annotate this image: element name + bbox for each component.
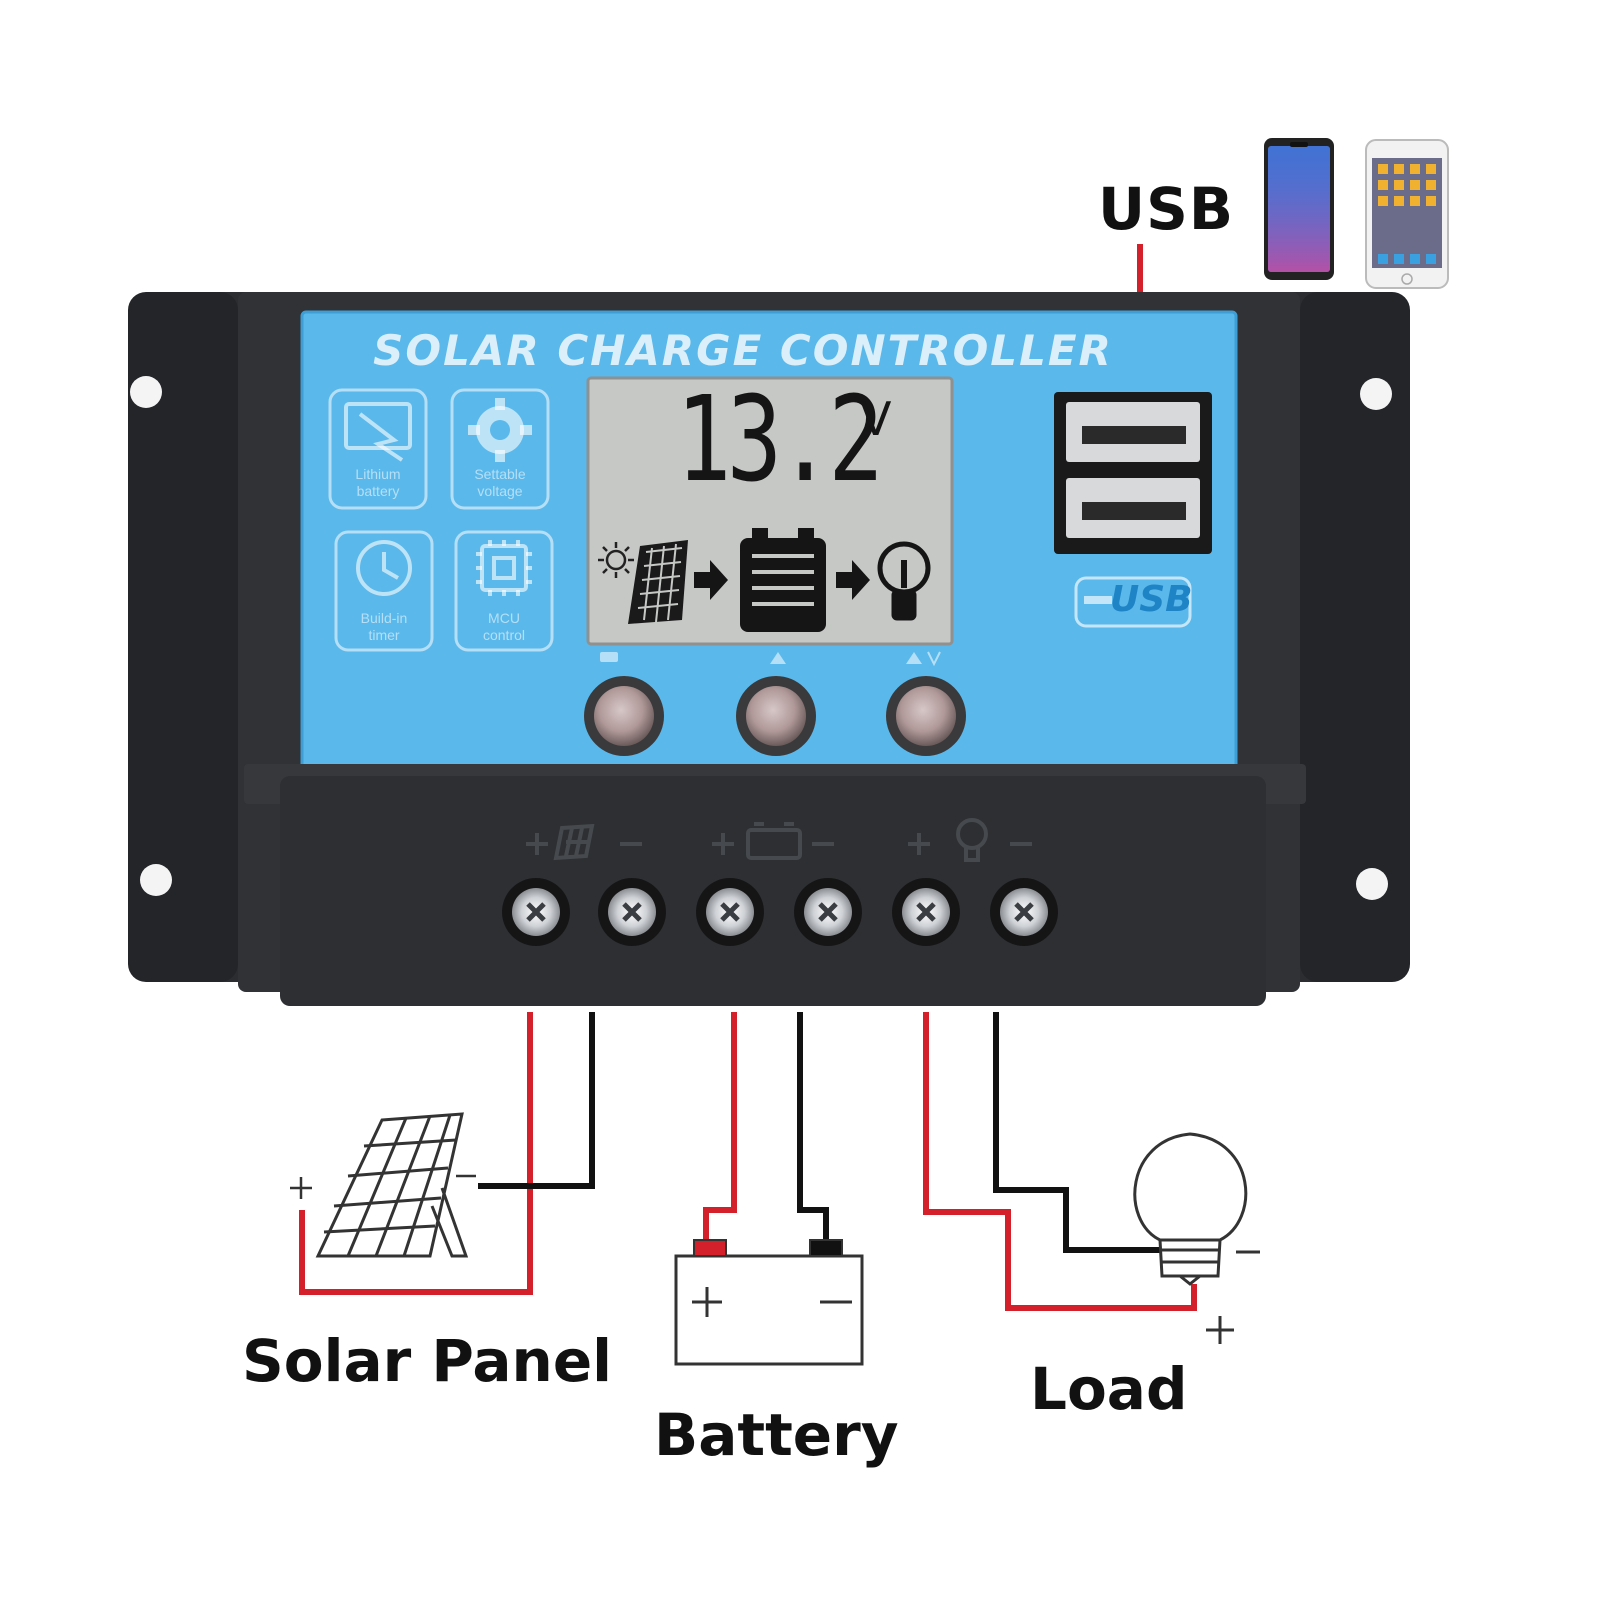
usb-ports[interactable]: [1054, 392, 1212, 554]
menu-button[interactable]: [584, 676, 664, 756]
screw-battery-positive[interactable]: [696, 878, 764, 946]
wire-solar-positive: [299, 1012, 533, 1295]
chip-icon: [476, 540, 532, 596]
up-button[interactable]: [736, 676, 816, 756]
down-button[interactable]: [886, 676, 966, 756]
mounting-hole-bottom-left: [140, 864, 172, 896]
lcd-arrow-icon-2: [836, 560, 870, 600]
lcd-bulb-icon: [877, 541, 931, 621]
feature-label-mcu: MCU control: [482, 610, 526, 643]
clock-icon: [356, 540, 412, 596]
solar-panel-label: Solar Panel: [242, 1327, 613, 1395]
wire-battery-positive: [703, 1012, 737, 1240]
lcd-voltage-reading: 13.2: [676, 370, 884, 508]
bulb-icon: [1133, 1132, 1260, 1344]
wires: [299, 1012, 1197, 1311]
feature-icons: [328, 388, 554, 652]
mounting-hole-top-left: [130, 376, 162, 408]
controller-title: SOLAR CHARGE CONTROLLER: [373, 326, 1113, 375]
screw-solar-positive[interactable]: [502, 878, 570, 946]
screw-load-negative[interactable]: [990, 878, 1058, 946]
usb-label: USB: [1098, 175, 1235, 243]
feature-label-lithium: Lithium battery: [355, 466, 401, 499]
screw-load-positive[interactable]: [892, 878, 960, 946]
mounting-hole-bottom-right: [1356, 868, 1388, 900]
battery-label: Battery: [654, 1401, 899, 1469]
terminal-block: [244, 764, 1306, 1006]
wire-battery-negative: [797, 1012, 829, 1240]
lithium-battery-icon: [344, 402, 412, 462]
terminal-screws: [502, 878, 1058, 946]
terminal-symbols: [526, 818, 1032, 862]
load-label: Load: [1030, 1355, 1188, 1423]
usb-logo-text: USB: [1110, 579, 1193, 620]
android-phone-icon: [1264, 138, 1334, 280]
screw-solar-negative[interactable]: [598, 878, 666, 946]
lcd-solar-panel-icon: [628, 540, 688, 624]
feature-label-settable: Settable voltage: [474, 466, 526, 499]
lcd-arrow-icon: [694, 560, 728, 600]
gear-icon: [468, 398, 532, 462]
mounting-hole-top-right: [1360, 378, 1392, 410]
iphone-icon: [1365, 139, 1449, 289]
wire-solar-negative: [478, 1012, 595, 1189]
lcd-battery-icon: [740, 528, 826, 632]
wire-load-positive: [923, 1012, 1197, 1311]
lcd-sun-icon: [598, 542, 634, 578]
button-symbols: [600, 651, 941, 667]
battery-icon: [674, 1239, 864, 1366]
solar-panel-icon: [290, 1112, 476, 1258]
lcd-screen: [586, 376, 954, 646]
lcd-voltage-unit: V: [860, 392, 892, 446]
screw-battery-negative[interactable]: [794, 878, 862, 946]
usb-logo-badge: [1074, 576, 1192, 628]
feature-label-timer: Build-in timer: [360, 610, 408, 643]
wire-load-negative: [993, 1012, 1160, 1253]
